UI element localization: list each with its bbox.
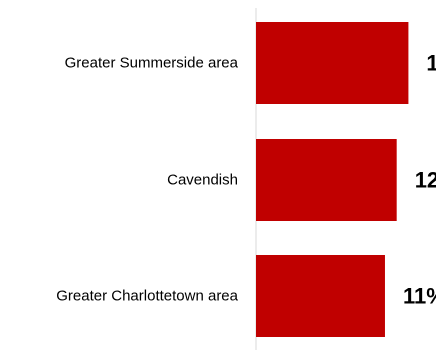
bar-1 <box>256 139 397 221</box>
bar-2 <box>256 255 385 337</box>
data-label-1: 12% <box>415 168 436 193</box>
category-label-2: Greater Charlottetown area <box>56 288 238 305</box>
bars-group <box>256 22 409 337</box>
bar-0 <box>256 22 409 104</box>
category-label-1: Cavendish <box>167 172 238 189</box>
category-label-0: Greater Summerside area <box>65 55 239 72</box>
category-labels-group: Greater Summerside areaCavendishGreater … <box>56 55 238 305</box>
data-labels-group: 13% 12% 11% <box>403 51 436 309</box>
data-label-2: 11% <box>403 284 436 309</box>
data-label-0: 13% <box>426 51 436 76</box>
